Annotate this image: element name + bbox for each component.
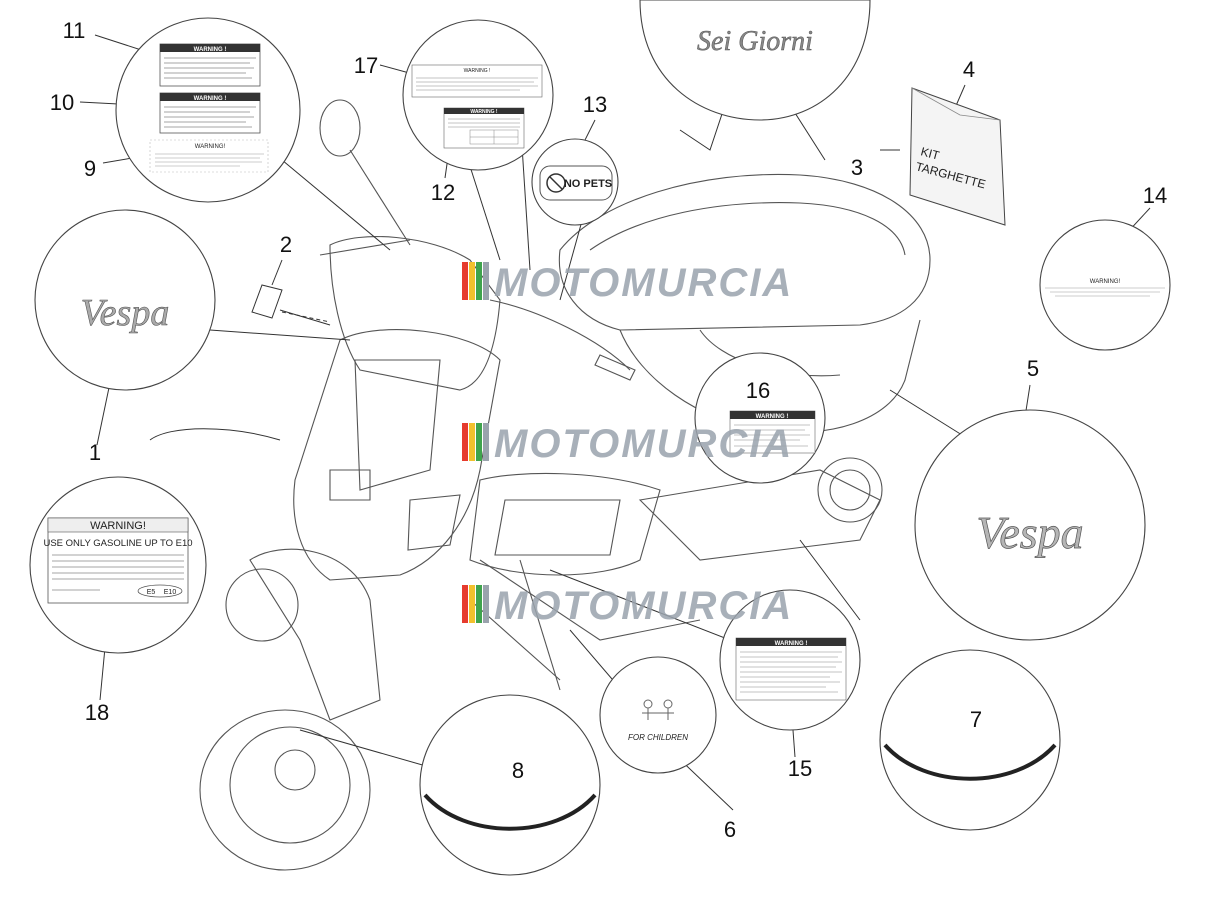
warning-label-12: WARNING ! <box>443 107 525 149</box>
callout-15: 15 <box>788 756 812 781</box>
decal-2 <box>251 284 331 323</box>
warning-label-12-title: WARNING ! <box>470 109 498 115</box>
fuel-e5: E5 <box>147 589 156 596</box>
callout-11: 11 <box>63 18 86 43</box>
balloon-warning-15: WARNING ! <box>719 589 861 731</box>
callout-14: 14 <box>1143 183 1167 208</box>
vespa-logo-small: Vespa <box>81 292 170 334</box>
callout-1: 1 <box>89 440 101 465</box>
fuel-line1: USE ONLY GASOLINE UP TO E10 <box>43 538 192 549</box>
callout-18: 18 <box>85 700 109 725</box>
balloon-fuel-warning-18: WARNING! USE ONLY GASOLINE UP TO E10 E5 … <box>29 476 207 654</box>
balloon-vespa-logo-5: Vespa <box>914 409 1146 641</box>
watermark-1: MOTOMURCIA <box>462 261 793 305</box>
fuel-e10: E10 <box>164 589 177 596</box>
callout-numbers: 11 10 9 17 12 13 3 4 14 2 16 5 1 18 15 7… <box>50 18 1167 842</box>
warning-label-11-title: WARNING ! <box>194 47 227 53</box>
callout-9: 9 <box>84 156 96 181</box>
balloon-trim-strip-7 <box>879 649 1061 831</box>
callout-3: 3 <box>851 155 863 180</box>
callout-7: 7 <box>970 707 982 732</box>
callout-10: 10 <box>50 90 74 115</box>
warning-label-9: WARNING! <box>149 139 269 173</box>
no-pets-icon <box>546 173 566 193</box>
fuel-title: WARNING! <box>90 520 146 532</box>
warning-label-9-title: WARNING! <box>195 144 226 150</box>
balloon-trim-strip-8 <box>419 694 601 876</box>
watermark-2-text: MOTOMURCIA <box>494 422 793 466</box>
for-children-text: FOR CHILDREN <box>628 733 688 742</box>
warning-label-15-title: WARNING ! <box>775 641 808 647</box>
callout-6: 6 <box>724 817 736 842</box>
trim-strip-7 <box>883 743 1057 781</box>
sei-giorni-logo: Sei Giorni <box>697 26 813 57</box>
balloon-vespa-logo-1: Vespa <box>34 209 216 391</box>
watermark-1-text: MOTOMURCIA <box>494 261 793 305</box>
balloon-warning-16: WARNING ! <box>694 352 826 484</box>
warning-label-11: WARNING ! <box>159 43 261 87</box>
callout-16: 16 <box>746 378 770 403</box>
balloon-warning-14: WARNING! <box>1039 219 1171 351</box>
balloon-for-children-6: FOR CHILDREN <box>599 656 717 774</box>
warning-label-16-title: WARNING ! <box>756 414 789 420</box>
callout-8: 8 <box>512 758 524 783</box>
balloon-warnings-12-17: WARNING ! WARNING ! <box>402 19 554 171</box>
balloon-no-pets-13: NO PETS <box>531 138 619 226</box>
trim-strip-8 <box>423 793 597 831</box>
watermark-2: MOTOMURCIA <box>462 422 793 466</box>
callout-12: 12 <box>431 180 455 205</box>
callout-5: 5 <box>1027 356 1039 381</box>
warning-label-10-title: WARNING ! <box>194 96 227 102</box>
warning-label-17: WARNING ! <box>411 64 543 98</box>
callout-4: 4 <box>963 57 975 82</box>
balloon-sei-giorni-3: Sei Giorni <box>639 0 871 121</box>
warning-label-14-title: WARNING! <box>1090 279 1121 285</box>
kit-targhette-4: KIT TARGHETTE <box>909 87 1006 226</box>
warning-label-10: WARNING ! <box>159 92 261 134</box>
balloon-warnings-9-10-11: WARNING ! WARNING ! WARNING! <box>115 17 301 203</box>
callout-17: 17 <box>354 53 378 78</box>
no-pets-text: NO PETS <box>564 178 612 190</box>
children-icon <box>642 699 674 720</box>
callout-13: 13 <box>583 92 607 117</box>
watermark-3-text: MOTOMURCIA <box>494 584 793 628</box>
kit-line1: KIT <box>919 144 941 163</box>
watermark-3: MOTOMURCIA <box>462 584 793 628</box>
vespa-logo-large: Vespa <box>976 507 1083 558</box>
warning-label-17-title: WARNING ! <box>464 68 491 74</box>
scooter-drawing <box>199 99 931 871</box>
callout-2: 2 <box>280 232 292 257</box>
